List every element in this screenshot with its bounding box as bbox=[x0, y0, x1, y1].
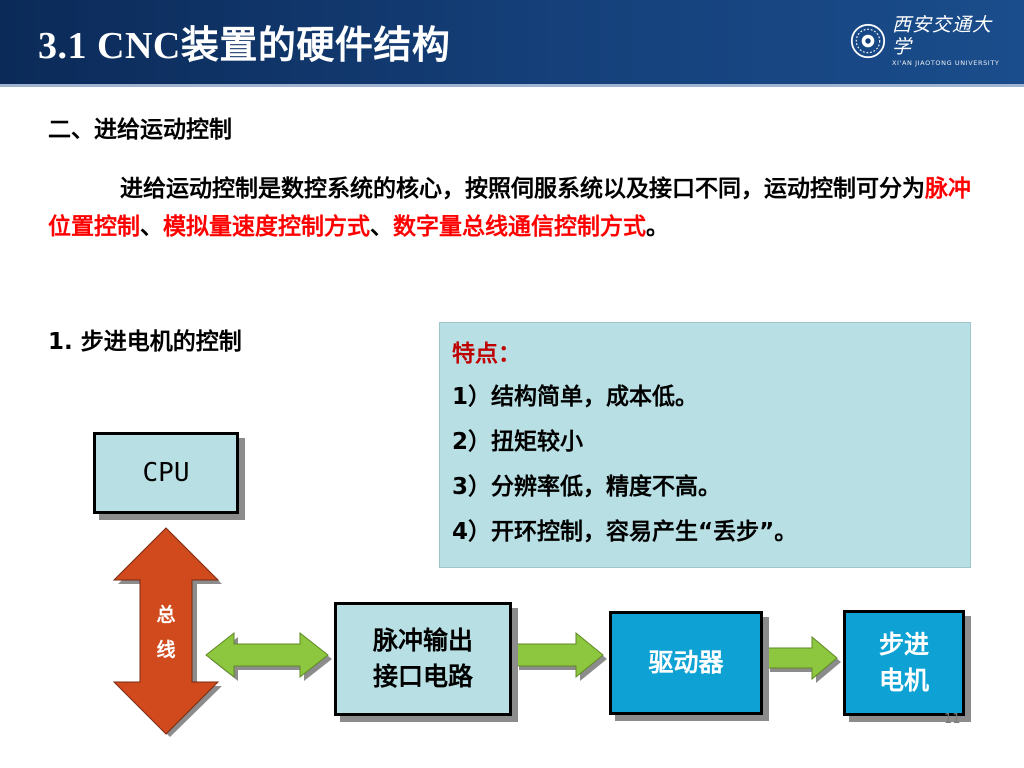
pulse-interface-label: 脉冲输出 接口电路 bbox=[373, 623, 473, 695]
page-number: 11 bbox=[944, 712, 961, 727]
feature-item: 1）结构简单，成本低。 bbox=[452, 384, 699, 410]
highlight-digital-bus-control: 数字量总线通信控制方式 bbox=[393, 214, 646, 240]
bus-label-char: 线 bbox=[156, 639, 176, 661]
stepper-motor-line: 步进 bbox=[878, 630, 929, 659]
feature-item: 4）开环控制，容易产生“丢步”。 bbox=[452, 519, 798, 545]
bus-label-char: 总 bbox=[156, 604, 176, 626]
cpu-label: CPU bbox=[142, 458, 190, 488]
features-title: 特点： bbox=[452, 341, 521, 367]
cpu-box: CPU bbox=[93, 432, 239, 514]
arrow-shape bbox=[765, 635, 838, 681]
separator: 、 bbox=[140, 214, 163, 240]
driver-box: 驱动器 bbox=[609, 611, 763, 715]
pulse-interface-line: 脉冲输出 bbox=[372, 626, 473, 655]
stepper-motor-box: 步进 电机 bbox=[843, 610, 965, 716]
stepper-motor-label: 步进 电机 bbox=[879, 627, 929, 699]
section-heading: 二、进给运动控制 bbox=[48, 117, 232, 143]
highlight-pulse-control: 脉冲位置控制 bbox=[48, 176, 971, 240]
page-title: 3.1 CNC装置的硬件结构 bbox=[38, 25, 451, 67]
university-logo: 西安交通大学 XI'AN JIAOTONG UNIVERSITY bbox=[850, 12, 1000, 70]
feature-item: 3）分辨率低，精度不高。 bbox=[452, 474, 722, 500]
paragraph-text: 进给运动控制是数控系统的核心，按照伺服系统以及接口不同，运动控制可分为 bbox=[120, 176, 925, 202]
feature-item: 2）扭矩较小 bbox=[452, 429, 584, 455]
logo-subtitle: XI'AN JIAOTONG UNIVERSITY bbox=[892, 59, 1000, 67]
features-box: 特点： 1）结构简单，成本低。 2）扭矩较小 3）分辨率低，精度不高。 4）开环… bbox=[439, 322, 971, 568]
bus-arrow-shape bbox=[112, 527, 220, 735]
arrow-shape bbox=[205, 631, 329, 679]
highlight-analog-control: 模拟量速度控制方式 bbox=[163, 214, 370, 240]
bus-label: 总 线 bbox=[148, 598, 184, 668]
slide-header: 3.1 CNC装置的硬件结构 西安交通大学 XI'AN JIAOTONG UNI… bbox=[0, 0, 1024, 87]
logo-name: 西安交通大学 bbox=[892, 15, 993, 58]
paragraph-end: 。 bbox=[646, 214, 669, 240]
arrow-shape bbox=[514, 631, 604, 679]
intro-paragraph: 进给运动控制是数控系统的核心，按照伺服系统以及接口不同，运动控制可分为脉冲位置控… bbox=[48, 170, 988, 246]
sub-heading: 1. 步进电机的控制 bbox=[48, 329, 242, 355]
separator: 、 bbox=[370, 214, 393, 240]
university-emblem-icon bbox=[850, 23, 886, 59]
pulse-interface-box: 脉冲输出 接口电路 bbox=[334, 602, 512, 716]
logo-text: 西安交通大学 XI'AN JIAOTONG UNIVERSITY bbox=[892, 15, 1000, 67]
pulse-interface-line: 接口电路 bbox=[372, 662, 473, 691]
driver-label: 驱动器 bbox=[648, 648, 724, 677]
stepper-motor-line: 电机 bbox=[878, 666, 929, 695]
